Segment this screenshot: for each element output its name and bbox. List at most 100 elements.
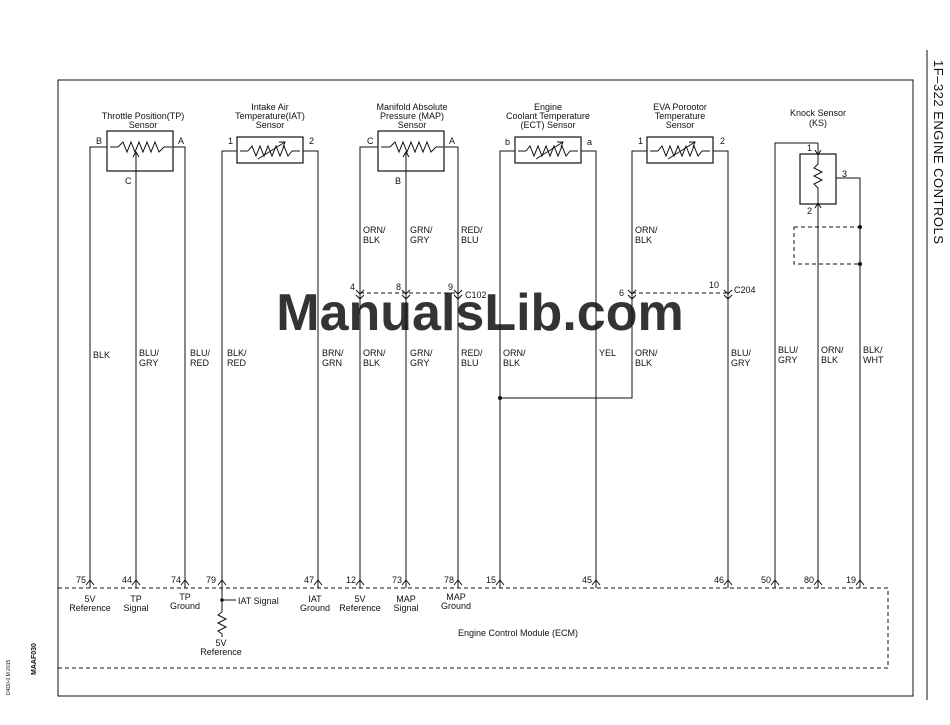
diagram-frame (57, 79, 914, 697)
ecm-terminals (85, 579, 865, 588)
tp-sensor: Throttle Position(TP) Sensor B A C (96, 111, 184, 186)
wire-color-47: BRN/ (322, 348, 344, 358)
knock-sensor: Knock Sensor (KS) 1 2 3 (790, 108, 862, 266)
iat-sensor-body (236, 136, 304, 164)
wire-color-79: BLK/ (227, 348, 247, 358)
wire-color-50: BLU/ (778, 345, 799, 355)
c102-label: C102 (465, 290, 487, 300)
wire-color-19: BLK/ (863, 345, 883, 355)
ks-shield (793, 226, 861, 265)
tp-pin-c: C (125, 176, 132, 186)
wire-color-12: BLK (363, 358, 380, 368)
ecm-pin: 19 (846, 575, 856, 585)
ecm: Engine Control Module (ECM) 75 44 74 79 … (57, 575, 889, 669)
ecm-label-ref5v: 5V (215, 638, 226, 648)
c204-pin-10: 10 (709, 280, 719, 290)
c102-pin-8: 8 (396, 282, 401, 292)
eva-pin-2: 2 (720, 136, 725, 146)
iat-sensor-title: Sensor (256, 120, 285, 130)
ecm-pin: 44 (122, 575, 132, 585)
wire-color-74: RED (190, 358, 210, 368)
map-sensor-title: Manifold Absolute (376, 102, 447, 112)
ecm-pin: 73 (392, 575, 402, 585)
c204-pin-6: 6 (619, 288, 624, 298)
wire-color: RED/ (461, 225, 483, 235)
tp-sensor-body (106, 130, 174, 172)
ecm-pin: 15 (486, 575, 496, 585)
ecm-pin: 45 (582, 575, 592, 585)
wire-color: GRY (410, 235, 429, 245)
wire-color: ORN/ (635, 225, 658, 235)
iat-sensor-title: Intake Air (251, 102, 289, 112)
wire-color-47: GRN (322, 358, 342, 368)
tp-sensor-title: Sensor (129, 120, 158, 130)
c204-label: C204 (734, 285, 756, 295)
wire-color: BLU (461, 235, 479, 245)
wire-color-46: GRY (731, 358, 750, 368)
c102-pin-4: 4 (350, 282, 355, 292)
wire-color-74: BLU/ (190, 348, 211, 358)
tp-pin-a: A (178, 136, 184, 146)
ecm-pin-numbers: 75 44 74 79 47 12 73 78 15 45 46 50 80 1… (76, 575, 856, 585)
ecm-pin-labels: 5V Reference TP Signal TP Ground IAT Sig… (69, 592, 471, 657)
ecm-label-47: IAT (308, 594, 322, 604)
ecm-label-74: Ground (170, 601, 200, 611)
ecm-label-75: Reference (69, 603, 111, 613)
map-pin-c: C (367, 136, 374, 146)
ecm-label-73: MAP (396, 594, 416, 604)
eva-sensor-title: Sensor (666, 120, 695, 130)
ks-pin-1: 1 (807, 143, 812, 153)
ecm-label-74: TP (179, 592, 191, 602)
connector-c204: 6 10 C204 (619, 280, 756, 300)
wire-color-73: GRN/ (410, 348, 433, 358)
wire-color-6: ORN/ (635, 348, 658, 358)
map-sensor: Manifold Absolute Pressure (MAP) Sensor … (367, 102, 455, 186)
wire-color-80: BLK (821, 355, 838, 365)
wire-color-12: ORN/ (363, 348, 386, 358)
ecm-label-47: Ground (300, 603, 330, 613)
wire-color: GRN/ (410, 225, 433, 235)
map-sensor-title: Pressure (MAP) (380, 111, 444, 121)
wire-color-73: GRY (410, 358, 429, 368)
ect-sensor-title: Coolant Temperature (506, 111, 590, 121)
ecm-label-44: TP (130, 594, 142, 604)
ecm-pin: 74 (171, 575, 181, 585)
c102-pin-9: 9 (448, 282, 453, 292)
ecm-label-79: IAT Signal (238, 596, 279, 606)
ecm-label-ref5v: Reference (200, 647, 242, 657)
figure-id: MAAF030 (31, 643, 38, 675)
ks-title: (KS) (809, 118, 827, 128)
ect-sensor-title: (ECT) Sensor (520, 120, 575, 130)
tp-sensor-title: Throttle Position(TP) (102, 111, 185, 121)
ecm-pin: 75 (76, 575, 86, 585)
ecm-label-12: Reference (339, 603, 381, 613)
wire-color-79: RED (227, 358, 247, 368)
wire-color-45: YEL (599, 348, 616, 358)
ecm-pin: 12 (346, 575, 356, 585)
upper-wire-colors: ORN/ BLK GRN/ GRY RED/ BLU ORN/ BLK (363, 225, 658, 245)
iat-sensor-title: Temperature(IAT) (235, 111, 305, 121)
ect-pin-b: b (505, 137, 510, 147)
ks-title: Knock Sensor (790, 108, 846, 118)
ecm-label-75: 5V (84, 594, 95, 604)
map-pin-b: B (395, 176, 401, 186)
wire-color-75: BLK (93, 350, 110, 360)
ecm-pin: 46 (714, 575, 724, 585)
iat-sensor: Intake Air Temperature(IAT) Sensor 1 2 (228, 102, 314, 164)
wire-color-15: ORN/ (503, 348, 526, 358)
map-sensor-title: Sensor (398, 120, 427, 130)
wire-color: ORN/ (363, 225, 386, 235)
wire-color-6: BLK (635, 358, 652, 368)
ks-pin-2: 2 (807, 206, 812, 216)
side-code: D4D0-0 M 2015 (6, 659, 12, 695)
ecm-label-78: Ground (441, 601, 471, 611)
wire-color-80: ORN/ (821, 345, 844, 355)
ecm-label-12: 5V (354, 594, 365, 604)
ect-sensor-title: Engine (534, 102, 562, 112)
eva-sensor-title: Temperature (655, 111, 706, 121)
ect-pin-a: a (587, 137, 592, 147)
tp-pin-b: B (96, 136, 102, 146)
ecm-pin: 80 (804, 575, 814, 585)
wire-color-50: GRY (778, 355, 797, 365)
iat-pin-2: 2 (309, 136, 314, 146)
